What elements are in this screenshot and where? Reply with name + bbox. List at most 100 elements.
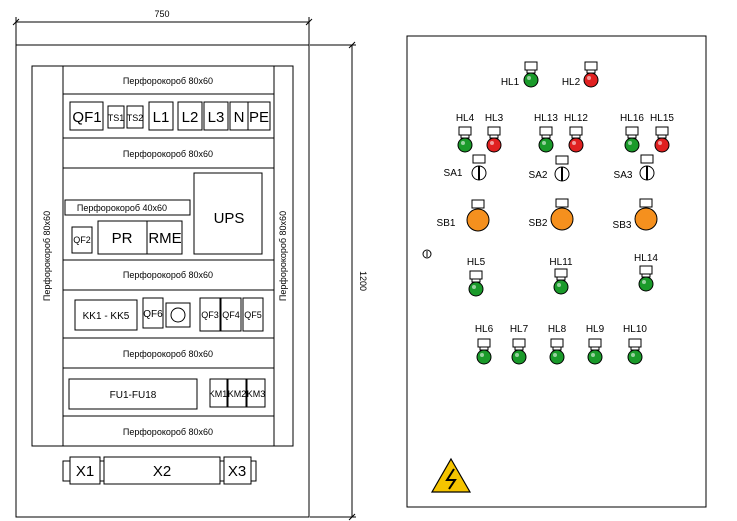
selector-switch-sa1: SA1 xyxy=(444,154,487,181)
lamp-hl7: HL7 xyxy=(510,324,529,365)
pr-label: PR xyxy=(112,230,133,247)
lamp-hl8: HL8 xyxy=(548,324,567,365)
lamp-label: HL16 xyxy=(620,113,644,124)
lamp-label: HL1 xyxy=(501,77,520,88)
lamp-label: HL12 xyxy=(564,113,588,124)
lamp-label: HL5 xyxy=(467,257,486,268)
cabinet-labels: 750 1200 Перфорокороб 80х60 Перфорокороб… xyxy=(42,9,368,480)
rme-label: RME xyxy=(148,230,181,247)
lamp-light-hl11 xyxy=(553,279,569,295)
lamp-light-hl15 xyxy=(654,137,670,153)
lamp-light-hl4 xyxy=(457,137,473,153)
button-label: SB3 xyxy=(613,220,632,231)
lamp-label: HL15 xyxy=(650,113,674,124)
n-label: N xyxy=(234,109,245,126)
lamp-light-hl6 xyxy=(476,349,492,365)
lamp-hl9: HL9 xyxy=(586,324,605,365)
qf6-label: QF6 xyxy=(143,309,163,320)
lamp-hl1: HL1 xyxy=(501,61,539,88)
lamp-hl10: HL10 xyxy=(623,324,647,365)
lamp-hl13: HL13 xyxy=(534,113,558,153)
lamp-hl5: HL5 xyxy=(467,257,486,297)
door-indicator-icon xyxy=(422,249,432,259)
lamp-hl2: HL2 xyxy=(562,61,599,88)
l3-label: L3 xyxy=(208,109,225,126)
x3-label: X3 xyxy=(228,463,246,480)
lamp-label: HL7 xyxy=(510,324,529,335)
km3-label: KM3 xyxy=(247,389,266,399)
lamp-hl6: HL6 xyxy=(475,324,494,365)
l1-label: L1 xyxy=(153,109,170,126)
ups-label: UPS xyxy=(214,210,245,227)
lamp-light-hl1 xyxy=(523,72,539,88)
lamp-light-hl16 xyxy=(624,137,640,153)
lamp-light-hl10 xyxy=(627,349,643,365)
lamp-light-hl8 xyxy=(549,349,565,365)
push-button-sb1: SB1 xyxy=(437,199,490,232)
button-label: SB2 xyxy=(529,218,548,229)
lamp-hl4: HL4 xyxy=(456,113,475,153)
lamp-light-hl3 xyxy=(486,137,502,153)
lamp-hl11: HL11 xyxy=(549,257,573,295)
switch-label: SA1 xyxy=(444,168,463,179)
button-label: SB1 xyxy=(437,218,456,229)
lamp-light-hl14 xyxy=(638,276,654,292)
duct-second-label: Перфорокороб 80х60 xyxy=(123,149,213,159)
lamp-label: HL6 xyxy=(475,324,494,335)
lamp-label: HL4 xyxy=(456,113,475,124)
lamp-light-hl9 xyxy=(587,349,603,365)
lamp-label: HL8 xyxy=(548,324,567,335)
qf3-label: QF3 xyxy=(201,310,219,320)
duct-fourth-label: Перфорокороб 80х60 xyxy=(123,349,213,359)
lamp-hl3: HL3 xyxy=(485,113,504,153)
qf4-label: QF4 xyxy=(222,310,240,320)
lamp-light-hl5 xyxy=(468,281,484,297)
qf2-label: QF2 xyxy=(73,235,91,245)
l2-label: L2 xyxy=(182,109,199,126)
selector-switch-sa3: SA3 xyxy=(614,154,655,181)
km1-label: KM1 xyxy=(209,389,228,399)
lamp-label: HL2 xyxy=(562,77,581,88)
lamp-label: HL13 xyxy=(534,113,558,124)
lamp-light-hl13 xyxy=(538,137,554,153)
lamp-hl14: HL14 xyxy=(634,253,658,292)
duct-small-label: Перфорокороб 40х60 xyxy=(77,203,167,213)
x2-label: X2 xyxy=(153,463,171,480)
high-voltage-warning-icon xyxy=(430,457,472,493)
duct-left-label: Перфорокороб 80х60 xyxy=(42,211,52,301)
lamp-hl15: HL15 xyxy=(650,113,674,153)
kk-label: KK1 - KK5 xyxy=(83,311,130,322)
pe-label: PE xyxy=(249,109,269,126)
lamp-light-hl12 xyxy=(568,137,584,153)
km2-label: KM2 xyxy=(228,389,247,399)
qf5-label: QF5 xyxy=(244,310,262,320)
lamp-label: HL10 xyxy=(623,324,647,335)
push-button-sb3: SB3 xyxy=(613,198,658,231)
lamp-label: HL9 xyxy=(586,324,605,335)
lamp-hl12: HL12 xyxy=(564,113,588,153)
ts2-label: TS2 xyxy=(127,113,144,123)
selector-switch-sa2: SA2 xyxy=(529,155,570,182)
switch-label: SA2 xyxy=(529,170,548,181)
duct-right-label: Перфорокороб 80х60 xyxy=(278,211,288,301)
push-button-sb2: SB2 xyxy=(529,198,574,231)
lamp-light-hl7 xyxy=(511,349,527,365)
switch-label: SA3 xyxy=(614,170,633,181)
ts1-label: TS1 xyxy=(108,113,125,123)
lamp-hl16: HL16 xyxy=(620,113,644,153)
cabinet-layout xyxy=(12,17,356,521)
door-panel xyxy=(406,35,707,508)
duct-bottom-label: Перфорокороб 80х60 xyxy=(123,427,213,437)
lamp-label: HL11 xyxy=(549,257,573,268)
lamp-label: HL14 xyxy=(634,253,658,264)
duct-top-label: Перфорокороб 80х60 xyxy=(123,76,213,86)
height-dimension-label: 1200 xyxy=(358,271,368,291)
width-dimension-label: 750 xyxy=(154,9,169,19)
fu-label: FU1-FU18 xyxy=(110,390,157,401)
lamp-label: HL3 xyxy=(485,113,504,124)
duct-third-label: Перфорокороб 80х60 xyxy=(123,270,213,280)
qf1-label: QF1 xyxy=(72,109,101,126)
lamp-light-hl2 xyxy=(583,72,599,88)
